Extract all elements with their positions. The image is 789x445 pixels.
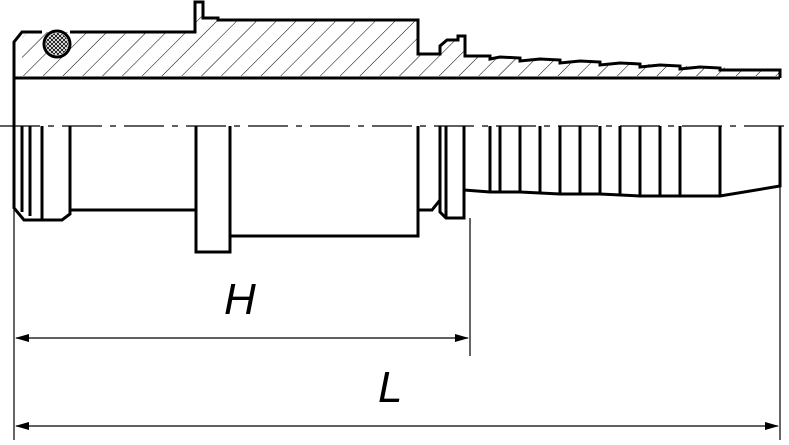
dimension-l: L	[15, 363, 779, 430]
o-ring-seal	[42, 29, 72, 59]
section-hatching	[22, 2, 780, 76]
dimension-h-label: H	[224, 275, 256, 324]
dimension-l-label: L	[378, 363, 402, 412]
extension-lines	[13, 186, 781, 440]
dimension-h: H	[15, 275, 469, 342]
body-outline-lower	[12, 78, 782, 254]
body-outline-upper	[12, 0, 782, 80]
